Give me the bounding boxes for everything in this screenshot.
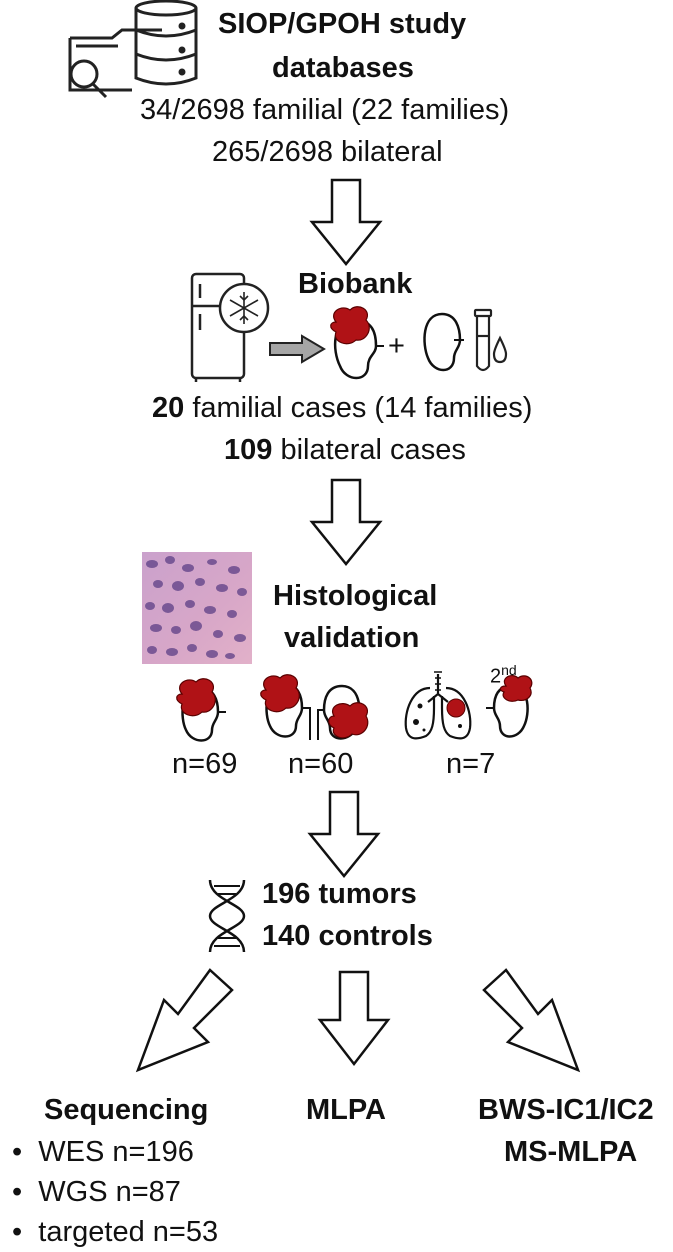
databases-title-line1: SIOP/GPOH study <box>218 8 467 40</box>
database-icon <box>68 0 198 99</box>
histology-title-line2: validation <box>284 622 420 654</box>
biobank-familial-number: 20 <box>152 392 185 424</box>
databases-familial: 34/2698 familial (22 families) <box>140 94 510 126</box>
lungs-metastasis-icon <box>404 671 533 740</box>
sequencing-title: Sequencing <box>44 1094 209 1126</box>
kidney-icon <box>423 312 464 372</box>
bullet-dot: • <box>12 1216 39 1248</box>
bws-title-line1: BWS-IC1/IC2 <box>478 1094 654 1126</box>
sequencing-item-wgs: • WGS n=87 <box>12 1176 181 1209</box>
bullet-dot: • <box>12 1176 39 1208</box>
controls-count: 140 controls <box>262 920 433 952</box>
kidney-tumor-icon <box>330 306 384 380</box>
unilateral-tumor-icon <box>176 678 226 742</box>
histology-title-line1: Histological <box>273 580 438 612</box>
gray-arrow <box>269 334 326 364</box>
freezer-icon <box>190 272 270 382</box>
group-label-2: n=60 <box>288 748 354 780</box>
bws-title-line2: MS-MLPA <box>504 1136 638 1168</box>
biobank-familial-text: familial cases (14 families) <box>184 392 533 424</box>
mlpa-title: MLPA <box>306 1094 387 1126</box>
biobank-title: Biobank <box>298 268 413 300</box>
biobank-bilateral-text: bilateral cases <box>272 434 466 466</box>
second-label-sup: nd <box>501 662 517 678</box>
databases-title-line2: databases <box>272 52 414 84</box>
second-label: 2nd <box>490 662 517 689</box>
group-label-1: n=69 <box>172 748 238 780</box>
sequencing-item-wes: • WES n=196 <box>12 1136 194 1169</box>
plus-sign: + <box>388 330 405 362</box>
biobank-familial: 20 familial cases (14 families) <box>152 392 532 425</box>
sequencing-item-wgs-text: WGS n=87 <box>38 1176 181 1208</box>
histology-image <box>142 552 252 664</box>
sequencing-item-targeted-text: targeted n=53 <box>38 1216 219 1248</box>
tumors-count: 196 tumors <box>262 878 417 910</box>
second-label-base: 2 <box>490 665 502 688</box>
biobank-bilateral-number: 109 <box>224 434 273 466</box>
group-label-3: n=7 <box>446 748 496 780</box>
arrow-to-bws <box>482 968 581 1073</box>
arrow-to-mlpa <box>317 970 391 1067</box>
down-arrow-2 <box>309 478 383 566</box>
databases-bilateral: 265/2698 bilateral <box>212 136 443 168</box>
arrow-to-sequencing <box>135 968 234 1073</box>
sequencing-item-targeted: • targeted n=53 <box>12 1216 218 1249</box>
down-arrow-1 <box>309 178 383 266</box>
blood-tube-icon <box>473 308 508 372</box>
bilateral-tumor-icon <box>260 674 369 740</box>
bullet-dot: • <box>12 1136 39 1168</box>
dna-icon <box>208 879 246 953</box>
down-arrow-3 <box>307 790 381 878</box>
biobank-bilateral: 109 bilateral cases <box>224 434 466 467</box>
sequencing-item-wes-text: WES n=196 <box>38 1136 194 1168</box>
